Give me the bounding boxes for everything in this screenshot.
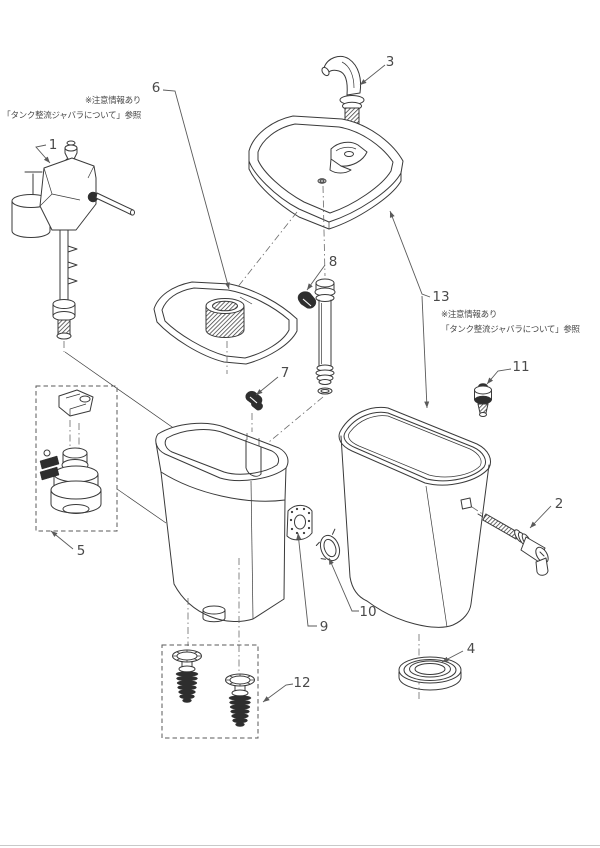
part-label-3: 3 xyxy=(385,54,395,70)
part-13-outer-tank-drawing xyxy=(338,406,494,702)
part-label-2: 2 xyxy=(554,496,564,512)
part-label-4: 4 xyxy=(466,641,476,657)
part-3-spout-drawing xyxy=(321,55,365,152)
tank-lid-drawing xyxy=(232,115,404,294)
caution-note-line: 「タンク整流ジャバラについて」参照 xyxy=(2,111,141,121)
part-label-7: 7 xyxy=(280,365,290,381)
part-2-handle-drawing xyxy=(477,513,549,576)
leader-lines xyxy=(35,64,552,703)
part-8-standpipe-drawing xyxy=(262,278,336,448)
part-label-6: 6 xyxy=(151,80,161,96)
part-10-packing-ring-drawing xyxy=(315,528,341,562)
part-5-flush-valve-drawing xyxy=(35,385,167,532)
part-label-13: 13 xyxy=(432,289,450,305)
part-1-fill-valve-drawing xyxy=(11,140,223,463)
caution-note-part13: ※注意情報あり 「タンク整流ジャバラについて」参照 xyxy=(441,308,580,338)
caution-note-part6: ※注意情報あり 「タンク整流ジャバラについて」参照 xyxy=(2,94,141,124)
part-7-clip-drawing xyxy=(245,391,263,432)
part-6-inner-lid-drawing xyxy=(153,281,298,374)
part-label-12: 12 xyxy=(293,675,311,691)
inner-tank-drawing xyxy=(155,422,289,672)
part-label-9: 9 xyxy=(319,619,329,635)
part-label-1: 1 xyxy=(48,137,58,153)
part-label-8: 8 xyxy=(328,254,338,270)
part-label-5: 5 xyxy=(76,543,86,559)
part-12-bolt-set-drawing xyxy=(161,644,259,739)
part-11-fitting-drawing xyxy=(474,383,492,417)
caution-note-line: ※注意情報あり xyxy=(441,310,498,320)
part-label-10: 10 xyxy=(359,604,377,620)
page-edge-line xyxy=(0,845,600,846)
caution-note-line: ※注意情報あり xyxy=(84,96,141,106)
part-4-gasket-drawing xyxy=(398,656,462,691)
part-label-11: 11 xyxy=(512,359,530,375)
caution-note-line: 「タンク整流ジャバラについて」参照 xyxy=(441,325,580,335)
part-9-perforated-plate-drawing xyxy=(286,504,313,541)
